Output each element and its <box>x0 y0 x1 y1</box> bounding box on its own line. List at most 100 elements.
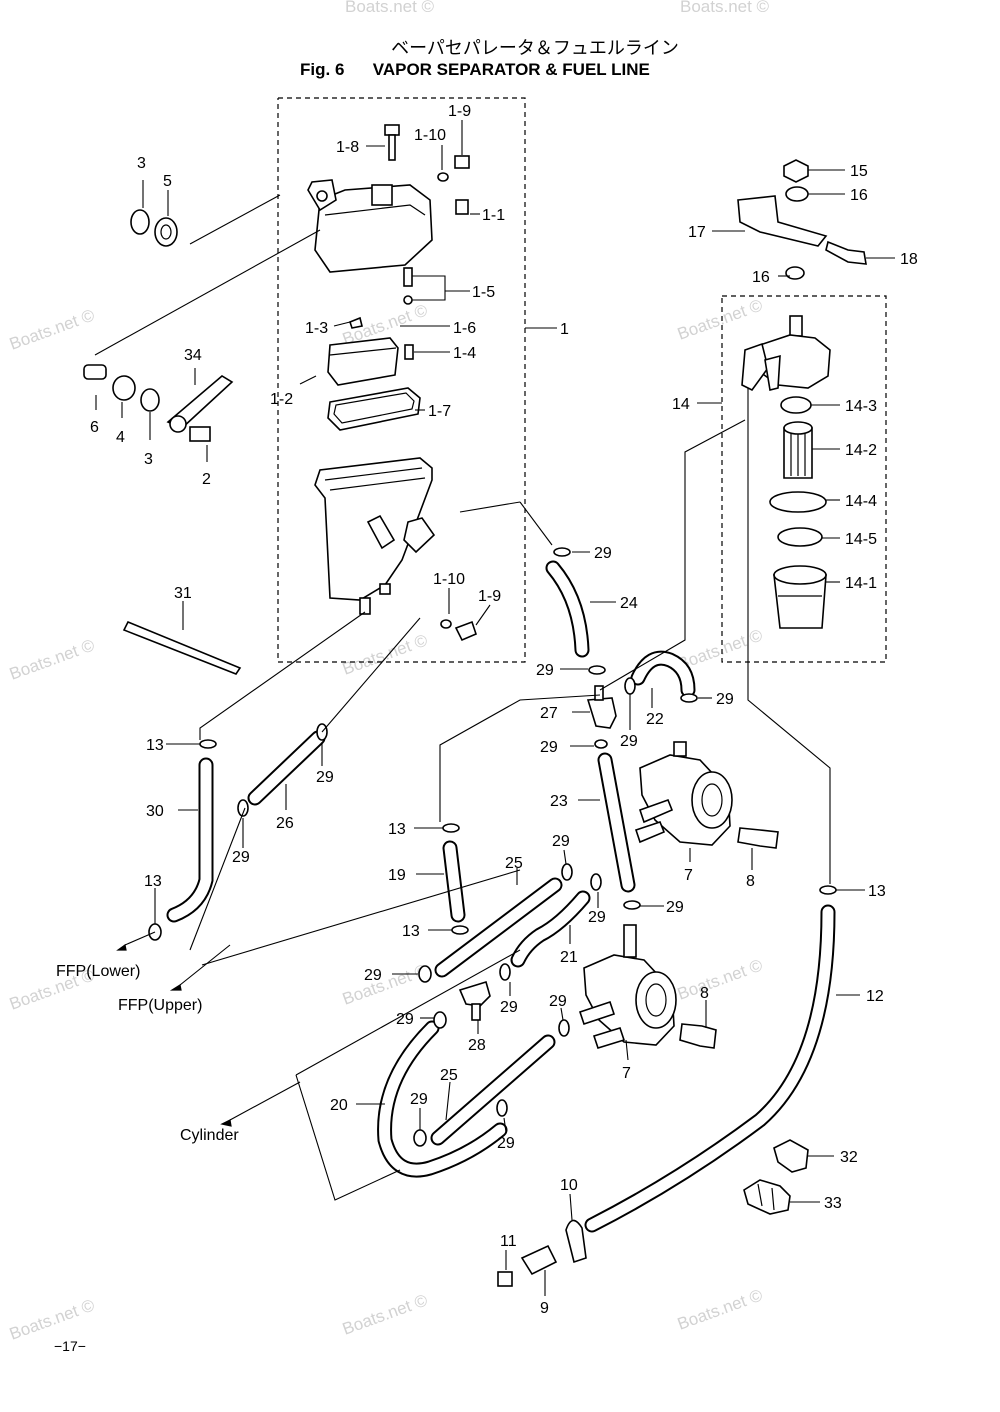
callout-27: 27 <box>540 705 558 722</box>
clamp-29 <box>499 963 511 981</box>
collar-6 <box>83 364 107 380</box>
clamp-13 <box>819 885 837 895</box>
clamp-29 <box>418 965 432 983</box>
figure-title-text: VAPOR SEPARATOR & FUEL LINE <box>372 60 650 79</box>
watermark-text: Boats.net © <box>7 305 98 353</box>
clamp-29 <box>558 1019 570 1037</box>
callout-1-10: 1-10 <box>433 571 465 588</box>
watermark-text: Boats.net © <box>675 955 766 1003</box>
callout-13: 13 <box>402 923 420 940</box>
fuel-pump-upper <box>634 741 779 849</box>
callout-29: 29 <box>594 545 612 562</box>
callout-1: 1 <box>560 321 569 338</box>
callout-20: 20 <box>330 1097 348 1114</box>
pump-upper-outlet <box>638 798 674 824</box>
screw-1-8 <box>384 124 400 136</box>
callout-29: 29 <box>588 909 606 926</box>
gasket-1-10-bottom <box>440 619 452 629</box>
callout-29: 29 <box>497 1135 515 1152</box>
direction-arrows <box>116 943 232 1127</box>
title-japanese: ベーパセパレータ＆フュエルライン <box>391 38 679 59</box>
callout-34: 34 <box>184 347 202 364</box>
watermark-text: Boats.net © <box>7 1295 98 1343</box>
watermark-text: Boats.net © <box>345 0 435 16</box>
grommet-4 <box>112 375 136 401</box>
washer-16-top <box>785 186 809 202</box>
watermark-text: Boats.net © <box>340 1290 431 1338</box>
clamp-29 <box>496 1099 508 1117</box>
callout-5: 5 <box>163 173 172 190</box>
clip-1-3 <box>349 316 363 329</box>
bolt-8-lower <box>679 1023 717 1049</box>
vapor-separator-parts <box>307 124 477 642</box>
callout-13: 13 <box>146 737 164 754</box>
nut-15 <box>783 159 809 183</box>
callout-14-2: 14-2 <box>845 442 877 459</box>
watermark-text: Boats.net © <box>675 1285 766 1333</box>
washer-3-bottom <box>140 388 160 412</box>
bolt-18 <box>825 240 867 265</box>
callout-29: 29 <box>396 1011 414 1028</box>
fuel-pump-lower <box>578 924 717 1049</box>
callout-16: 16 <box>752 269 770 286</box>
callout-19: 19 <box>388 867 406 884</box>
callout-23: 23 <box>550 793 568 810</box>
callout-1-1: 1-1 <box>482 207 505 224</box>
callout-21: 21 <box>560 949 578 966</box>
callout-22: 22 <box>646 711 664 728</box>
clamp-13 <box>451 925 469 935</box>
page-number: −17− <box>54 1338 86 1354</box>
callout-13: 13 <box>388 821 406 838</box>
watermark-text: Boats.net © <box>340 630 431 678</box>
clamp-29 <box>413 1129 427 1147</box>
callout-1-10: 1-10 <box>414 127 446 144</box>
callout-29: 29 <box>552 833 570 850</box>
callout-24: 24 <box>620 595 638 612</box>
callout-8: 8 <box>746 873 755 890</box>
callout-28: 28 <box>468 1037 486 1054</box>
body-fitting-right <box>403 517 436 554</box>
holder-33 <box>743 1179 791 1215</box>
mount-hardware <box>83 194 321 442</box>
callout-7: 7 <box>684 867 693 884</box>
callout-3: 3 <box>144 451 153 468</box>
callout-7: 7 <box>622 1065 631 1082</box>
pump-upper-top-fitting <box>673 741 687 757</box>
callout-18: 18 <box>900 251 918 268</box>
callout-29: 29 <box>536 662 554 679</box>
fuel-hoses <box>166 560 836 1233</box>
label-ffp-lower: FFP(Lower) <box>56 963 140 980</box>
clamp-13 <box>199 739 217 749</box>
pin-1-5 <box>403 267 413 287</box>
filter-nipple-right <box>764 354 781 391</box>
plug-11 <box>497 1271 513 1287</box>
callout-9: 9 <box>540 1300 549 1317</box>
clamp-29 <box>237 799 249 817</box>
callout-2: 2 <box>202 471 211 488</box>
callout-1-4: 1-4 <box>453 345 476 362</box>
grommet-5 <box>154 217 178 247</box>
callout-29: 29 <box>549 993 567 1010</box>
callout-1-3: 1-3 <box>305 320 328 337</box>
clamp-29 <box>433 1011 447 1029</box>
callout-30: 30 <box>146 803 164 820</box>
callout-1-9: 1-9 <box>448 103 471 120</box>
callout-4: 4 <box>116 429 125 446</box>
gasket-1-10-top <box>437 172 449 182</box>
callout-29: 29 <box>500 999 518 1016</box>
callout-10: 10 <box>560 1177 578 1194</box>
callout-26: 26 <box>276 815 294 832</box>
cover-fitting <box>371 184 393 206</box>
pump-lower-top-fitting <box>623 924 637 958</box>
clamp-29 <box>624 677 636 695</box>
fuel-filter-parts <box>737 159 867 629</box>
plug-1-9-top <box>454 155 470 169</box>
screw-1-1 <box>455 199 469 215</box>
bracket-17 <box>737 195 828 247</box>
washer-3-top <box>130 209 150 235</box>
callout-29: 29 <box>364 967 382 984</box>
float-1-2 <box>327 337 399 386</box>
callout-1-6: 1-6 <box>453 320 476 337</box>
clamp-13 <box>442 823 460 833</box>
